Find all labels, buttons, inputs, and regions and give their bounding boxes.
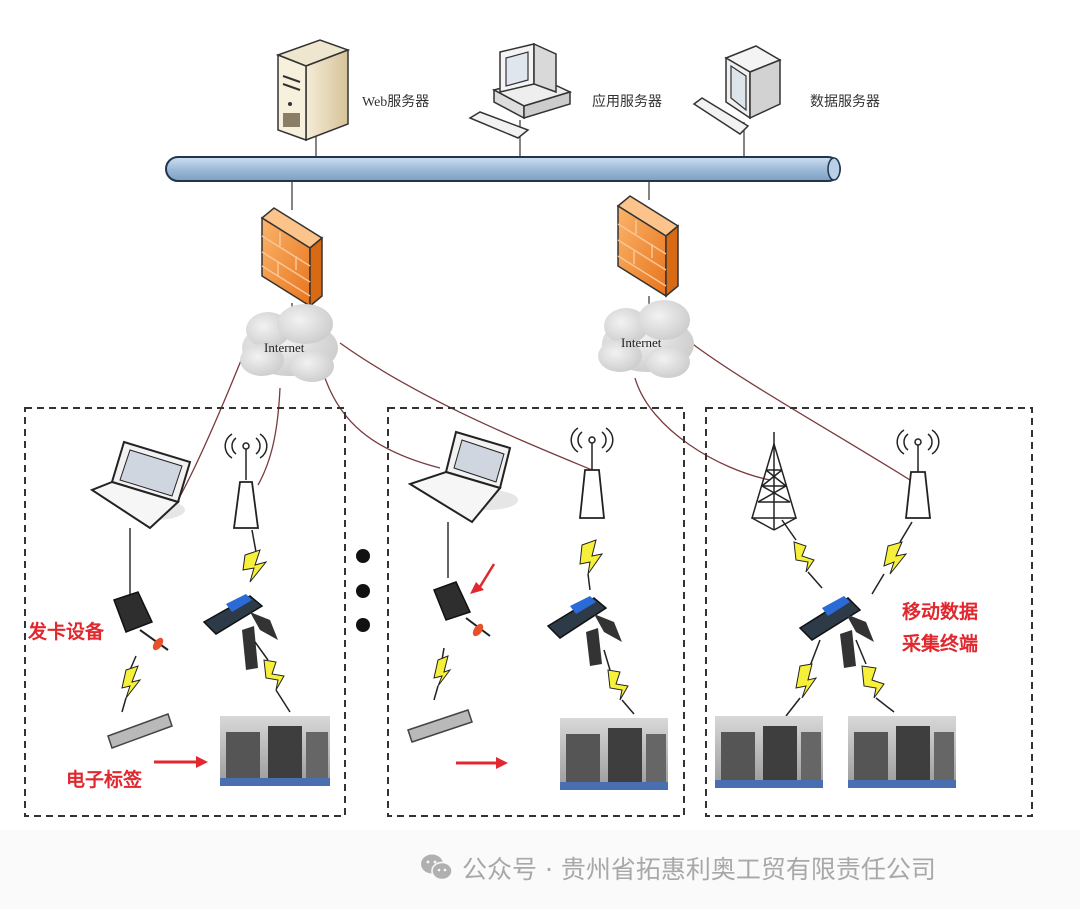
firewall-1 bbox=[260, 207, 324, 308]
monitor-computer-icon bbox=[692, 45, 782, 135]
transformer-icon bbox=[848, 716, 956, 788]
lightning-bolt-icon bbox=[121, 655, 142, 713]
panel-1: 发卡设备 电子标签 bbox=[27, 433, 330, 791]
app-server-label: 应用服务器 bbox=[592, 93, 662, 110]
terminal-label-line2: 采集终端 bbox=[902, 632, 978, 655]
handheld-terminal-icon[interactable] bbox=[202, 594, 278, 670]
data-server-label: 数据服务器 bbox=[810, 94, 880, 110]
network-bus-pipe bbox=[165, 156, 841, 182]
wireless-access-point-icon bbox=[570, 427, 614, 519]
lightning-bolt-icon bbox=[781, 519, 823, 589]
terminal-label-line1: 移动数据 bbox=[902, 600, 978, 623]
transformer-icon bbox=[715, 716, 823, 788]
data-server[interactable]: 数据服务器 bbox=[692, 45, 880, 135]
app-server[interactable]: 应用服务器 bbox=[468, 42, 662, 139]
panel-3-frame bbox=[705, 407, 1033, 817]
footer: 公众号 · 贵州省拓惠利奥工贸有限责任公司 bbox=[0, 830, 1080, 909]
handheld-terminal-icon[interactable] bbox=[546, 596, 622, 666]
internet-label: Internet bbox=[621, 335, 662, 350]
watermark: 公众号 · 贵州省拓惠利奥工贸有限责任公司 bbox=[420, 850, 936, 886]
lightning-bolt-icon bbox=[603, 649, 635, 715]
panel-2-frame bbox=[387, 407, 685, 817]
rfid-tag-icon bbox=[407, 709, 473, 743]
ellipsis-dots bbox=[356, 549, 370, 632]
firewall-icon bbox=[616, 195, 680, 298]
red-arrow-icon bbox=[456, 757, 508, 769]
panel-2 bbox=[407, 427, 668, 790]
transformer-icon bbox=[560, 718, 668, 790]
panel-3: 移动数据 采集终端 bbox=[715, 429, 978, 788]
lightning-bolt-icon bbox=[855, 639, 895, 713]
lightning-bolt-icon bbox=[254, 641, 291, 713]
network-links bbox=[177, 341, 911, 501]
rfid-tag-label: 电子标签 bbox=[66, 768, 143, 791]
card-issuer-icon[interactable] bbox=[113, 591, 169, 652]
network-diagram: Web服务器 应用服务器 数据服务器 bbox=[24, 39, 1033, 817]
lightning-bolt-icon bbox=[579, 539, 604, 591]
card-issuer-icon[interactable] bbox=[433, 581, 491, 638]
red-arrow-icon bbox=[470, 563, 496, 594]
lightning-bolt-icon bbox=[871, 521, 913, 595]
firewall-2 bbox=[616, 195, 680, 298]
rfid-tag-icon bbox=[107, 713, 173, 749]
watermark-text: 公众号 · 贵州省拓惠利奥工贸有限责任公司 bbox=[462, 855, 936, 884]
server-links bbox=[315, 120, 745, 158]
wechat-icon bbox=[421, 854, 453, 881]
firewall-icon bbox=[260, 207, 324, 308]
firewall-links bbox=[291, 181, 650, 318]
internet-cloud-2: Internet bbox=[598, 300, 694, 378]
lightning-bolt-icon bbox=[785, 639, 821, 717]
transformer-icon bbox=[220, 716, 330, 786]
wireless-access-point-icon bbox=[896, 429, 940, 519]
internet-cloud-1: Internet bbox=[240, 304, 338, 382]
web-server[interactable]: Web服务器 bbox=[275, 39, 429, 142]
lightning-bolt-icon bbox=[433, 647, 452, 701]
desktop-computer-icon bbox=[468, 42, 573, 139]
internet-label: Internet bbox=[264, 340, 305, 355]
lightning-bolt-icon bbox=[242, 529, 268, 583]
cell-tower-icon bbox=[750, 432, 798, 531]
wireless-access-point-icon bbox=[224, 433, 268, 529]
laptop-icon[interactable] bbox=[407, 430, 518, 578]
card-issuer-label: 发卡设备 bbox=[27, 620, 105, 643]
red-arrow-icon bbox=[154, 756, 208, 768]
panel-frames bbox=[24, 407, 1033, 817]
web-server-label: Web服务器 bbox=[362, 94, 429, 110]
handheld-terminal-icon[interactable] bbox=[798, 596, 874, 668]
laptop-icon[interactable] bbox=[89, 440, 192, 598]
tower-server-icon bbox=[275, 39, 351, 142]
panel-1-frame bbox=[24, 407, 346, 817]
